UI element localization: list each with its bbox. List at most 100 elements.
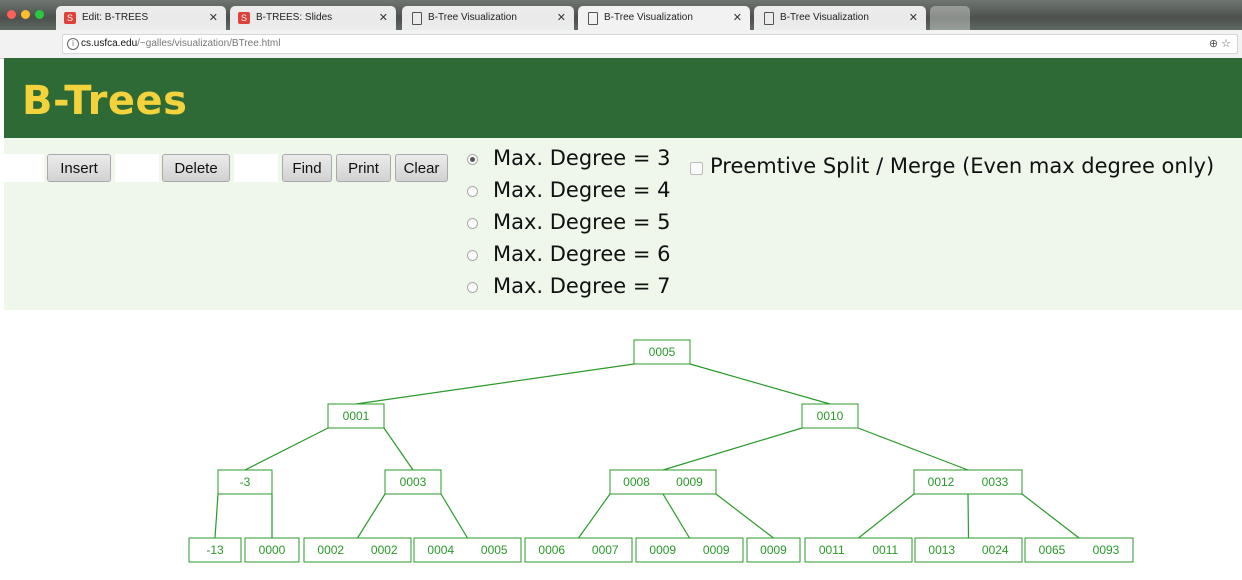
degree-radio[interactable] xyxy=(467,282,478,293)
btree-key: 0005 xyxy=(481,543,508,557)
delete-button[interactable]: Delete xyxy=(162,154,230,182)
new-tab-button[interactable] xyxy=(930,6,970,30)
tab-title: Edit: B-TREES xyxy=(82,12,149,23)
btree-key: 0024 xyxy=(982,543,1009,557)
degree-radio[interactable] xyxy=(467,250,478,261)
tree-edge xyxy=(715,493,774,539)
insert-input[interactable] xyxy=(4,154,44,182)
degree-label: Max. Degree = 7 xyxy=(493,274,671,298)
star-icon[interactable]: ☆ xyxy=(1221,38,1231,50)
tree-edge xyxy=(857,427,969,471)
close-tab-icon[interactable]: ✕ xyxy=(378,12,388,24)
btree-node-box xyxy=(635,537,744,563)
btree-key: 0003 xyxy=(400,475,427,489)
btree-node: 0005 xyxy=(633,339,691,365)
btree-node-box xyxy=(327,403,385,429)
btree-key: 0002 xyxy=(371,543,398,557)
btree-node: 0013 0024 xyxy=(914,537,1023,563)
preemptive-split-checkbox[interactable] xyxy=(690,162,703,175)
page-title: B-Trees xyxy=(22,78,188,124)
tree-edge xyxy=(356,493,386,539)
btree-key: 0013 xyxy=(928,543,955,557)
degree-label: Max. Degree = 5 xyxy=(493,210,671,234)
degree-label: Max. Degree = 3 xyxy=(493,146,671,170)
btree-node-box xyxy=(804,537,913,563)
degree-radio[interactable] xyxy=(467,186,478,197)
browser-tab[interactable]: S Edit: B-TREES ✕ xyxy=(56,6,226,30)
tab-title: B-Tree Visualization xyxy=(428,12,517,23)
close-tab-icon[interactable]: ✕ xyxy=(556,12,566,24)
tab-title: B-Tree Visualization xyxy=(780,12,869,23)
tree-edge xyxy=(383,427,414,471)
btree-node-box xyxy=(746,537,801,563)
close-tab-icon[interactable]: ✕ xyxy=(732,12,742,24)
document-favicon-icon xyxy=(764,12,774,25)
btree-node-box xyxy=(384,469,442,495)
tree-edge xyxy=(214,493,219,539)
url-host: cs.usfca.edu xyxy=(81,38,138,49)
zoom-icon[interactable]: ⊕ xyxy=(1208,38,1219,50)
btree-key: -13 xyxy=(206,543,224,557)
tree-edge xyxy=(440,493,469,539)
tree-edge xyxy=(967,493,970,539)
close-tab-icon[interactable]: ✕ xyxy=(908,12,918,24)
tree-edge xyxy=(578,493,611,539)
degree-radio[interactable] xyxy=(467,154,478,165)
degree-label: Max. Degree = 6 xyxy=(493,242,671,266)
btree-key: 0093 xyxy=(1093,543,1120,557)
find-input[interactable] xyxy=(234,154,278,182)
browser-tab-bar: S Edit: B-TREES ✕ S B-TREES: Slides ✕ B-… xyxy=(0,0,1242,30)
btree-node-box xyxy=(609,469,717,495)
clear-button[interactable]: Clear xyxy=(395,154,448,182)
btree-key: 0009 xyxy=(703,543,730,557)
browser-tab-active[interactable]: B-Tree Visualization ✕ xyxy=(578,6,750,30)
browser-tab[interactable]: B-Tree Visualization ✕ xyxy=(754,6,926,30)
btree-node-box xyxy=(801,403,859,429)
close-window-icon[interactable] xyxy=(7,10,16,19)
close-tab-icon[interactable]: ✕ xyxy=(208,12,218,24)
btree-node: 0003 xyxy=(384,469,442,495)
btree-key: 0006 xyxy=(538,543,565,557)
tree-edges xyxy=(214,363,1080,539)
tree-edge xyxy=(355,363,635,405)
btree-node-box xyxy=(413,537,522,563)
slides-favicon-icon: S xyxy=(238,12,250,24)
btree-node-box xyxy=(1024,537,1134,563)
btree-node-box xyxy=(524,537,633,563)
browser-tab[interactable]: B-Tree Visualization ✕ xyxy=(402,6,574,30)
url-path: /~galles/visualization/BTree.html xyxy=(137,38,281,49)
btree-key: 0011 xyxy=(872,543,898,557)
slides-favicon-icon: S xyxy=(64,12,76,24)
info-icon[interactable]: i xyxy=(67,38,79,50)
minimize-window-icon[interactable] xyxy=(21,10,30,19)
document-favicon-icon xyxy=(412,12,422,25)
url-field[interactable]: i cs.usfca.edu/~galles/visualization/BTr… xyxy=(62,34,1238,54)
btree-key: 0005 xyxy=(649,345,676,359)
degree-radio[interactable] xyxy=(467,218,478,229)
delete-input[interactable] xyxy=(115,154,159,182)
btree-node-box xyxy=(914,537,1023,563)
btree-node-box xyxy=(913,469,1023,495)
preemptive-split-label: Preemtive Split / Merge (Even max degree… xyxy=(710,154,1215,178)
find-button[interactable]: Find xyxy=(282,154,332,182)
maximize-window-icon[interactable] xyxy=(35,10,44,19)
btree-key: 0009 xyxy=(760,543,787,557)
insert-button[interactable]: Insert xyxy=(47,154,111,182)
degree-label: Max. Degree = 4 xyxy=(493,178,671,202)
print-button[interactable]: Print xyxy=(336,154,391,182)
btree-node-box xyxy=(244,537,300,563)
controls-panel: Insert Delete Find Print Clear Max. Degr… xyxy=(4,138,1242,310)
btree-key: 0001 xyxy=(343,409,370,423)
document-favicon-icon xyxy=(588,12,598,25)
browser-tab[interactable]: S B-TREES: Slides ✕ xyxy=(230,6,396,30)
tree-edge xyxy=(662,427,803,471)
btree-node: -13 xyxy=(188,537,242,563)
